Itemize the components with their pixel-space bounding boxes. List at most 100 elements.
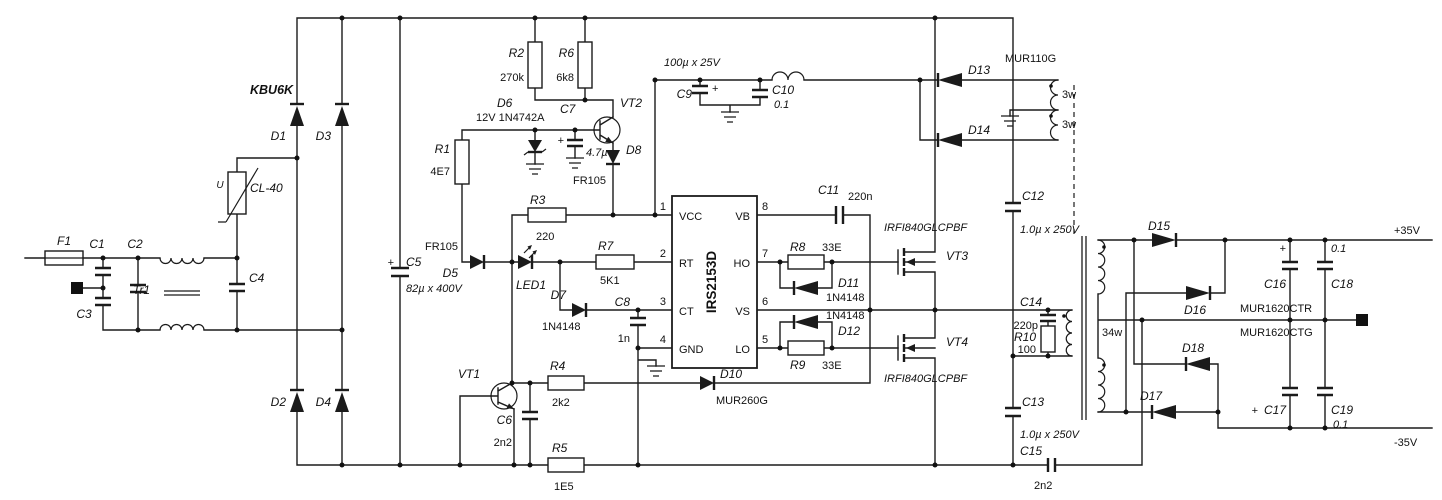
label-d1: D1	[271, 129, 286, 143]
label-vt4-part: IRFI840GLCPBF	[884, 373, 968, 385]
label-c17: C17	[1264, 403, 1287, 417]
ground-icon	[1001, 115, 1019, 127]
label-r4: R4	[550, 359, 566, 373]
label-r10: R10	[1014, 330, 1036, 344]
capacitor-c13	[1005, 406, 1021, 418]
label-d17: D17	[1140, 389, 1163, 403]
label-pin2: 2	[660, 248, 666, 260]
capacitor-c17	[1282, 386, 1298, 397]
ground-icon	[566, 157, 584, 169]
resistor-r3	[527, 207, 567, 223]
diode-d7	[572, 303, 588, 317]
label-c15-value: 2n2	[1034, 480, 1052, 492]
label-c12-value: 1.0µ x 250V	[1020, 224, 1081, 236]
resistor-r9	[787, 340, 825, 356]
label-c13-value: 1.0µ x 250V	[1020, 429, 1081, 441]
label-r8: R8	[790, 240, 806, 254]
mosfet-vt4	[897, 334, 915, 362]
label-d16: D16	[1184, 303, 1206, 317]
diode-d4	[335, 388, 349, 412]
diode-d18	[1184, 357, 1210, 371]
label-pin1: 1	[660, 201, 666, 213]
capacitor-c14	[1040, 313, 1056, 323]
label-pin5: 5	[762, 334, 768, 346]
diode-d1	[290, 102, 304, 126]
earth-terminal	[71, 282, 83, 294]
label-c11-value: 220n	[848, 191, 872, 203]
label-pin-vb: VB	[735, 211, 750, 223]
resistor-r5	[547, 457, 585, 473]
label-cl40-mark: U	[216, 180, 224, 191]
fuse-f1	[44, 250, 84, 266]
label-f1: F1	[57, 234, 71, 248]
label-d12: D12	[838, 324, 860, 338]
diode-d13	[936, 73, 962, 87]
thermistor-cl40	[218, 167, 259, 223]
diode-d12	[792, 315, 818, 329]
label-cl40: CL-40	[250, 181, 283, 195]
resistor-r2	[527, 41, 543, 89]
junction-dots	[100, 15, 1328, 468]
label-tr1: Tr1	[133, 283, 150, 297]
label-d3: D3	[316, 129, 332, 143]
winding-aux	[1049, 79, 1075, 236]
resistor-r10	[1040, 325, 1056, 353]
label-pin-ho: HO	[734, 258, 751, 270]
label-d11: D11	[838, 276, 859, 290]
label-pin-lo: LO	[735, 344, 750, 356]
label-c6-value: 2n2	[494, 437, 512, 449]
label-d14: D14	[968, 123, 990, 137]
label-d7: D7	[551, 288, 568, 302]
label-r6: R6	[559, 46, 575, 60]
label-c19: C19	[1331, 403, 1353, 417]
label-c10: C10	[772, 83, 794, 97]
capacitor-c7	[567, 138, 583, 148]
label-r8-value: 33E	[822, 242, 842, 254]
resistor-r4	[547, 375, 585, 391]
label-d10: D10	[720, 367, 742, 381]
label-d18: D18	[1182, 341, 1204, 355]
label-vt3-part: IRFI840GLCPBF	[884, 222, 968, 234]
diode-d5	[470, 255, 486, 269]
capacitor-c18	[1317, 260, 1333, 271]
transformer-main	[1062, 236, 1106, 420]
label-c19-value: 0.1	[1333, 419, 1348, 431]
label-c11: C11	[818, 183, 839, 197]
label-r3-value: 220	[536, 231, 554, 243]
label-pin-vs: VS	[735, 306, 750, 318]
capacitor-c1	[95, 266, 111, 277]
label-vt4: VT4	[946, 335, 968, 349]
resistor-r6	[577, 41, 593, 89]
label-pin8: 8	[762, 201, 768, 213]
label-c7-value: 4.7µ	[586, 147, 608, 159]
capacitor-c5	[391, 266, 409, 278]
diode-d16	[1186, 286, 1212, 300]
diode-d2	[290, 388, 304, 412]
wires	[24, 17, 1433, 466]
label-c9-title: 100µ x 25V	[664, 57, 722, 69]
label-d6: D6	[497, 96, 513, 110]
label-c9-plus: +	[712, 83, 718, 95]
label-d6-value: 12V 1N4742A	[476, 112, 545, 124]
label-pin6: 6	[762, 296, 768, 308]
label-c8-value: 1n	[618, 333, 630, 345]
resistor-r8	[787, 254, 825, 270]
capacitor-c4	[229, 282, 245, 293]
capacitor-c19	[1317, 386, 1333, 397]
resistor-r1	[454, 139, 470, 185]
label-c15: C15	[1020, 444, 1042, 458]
ic-irs2153d	[671, 195, 758, 369]
label-minus35v: -35V	[1394, 437, 1418, 449]
label-c1: C1	[89, 237, 104, 251]
label-c4: C4	[249, 271, 265, 285]
label-d13: D13	[968, 63, 990, 77]
led-led1	[518, 245, 537, 269]
label-r1: R1	[435, 142, 450, 156]
label-kbu6k: KBU6K	[250, 83, 294, 97]
label-c7: C7	[560, 102, 577, 116]
output-common-terminal	[1356, 314, 1368, 326]
label-d11-value: 1N4148	[826, 292, 865, 304]
label-mur110g: MUR110G	[1005, 53, 1056, 65]
label-pin4: 4	[660, 334, 666, 346]
